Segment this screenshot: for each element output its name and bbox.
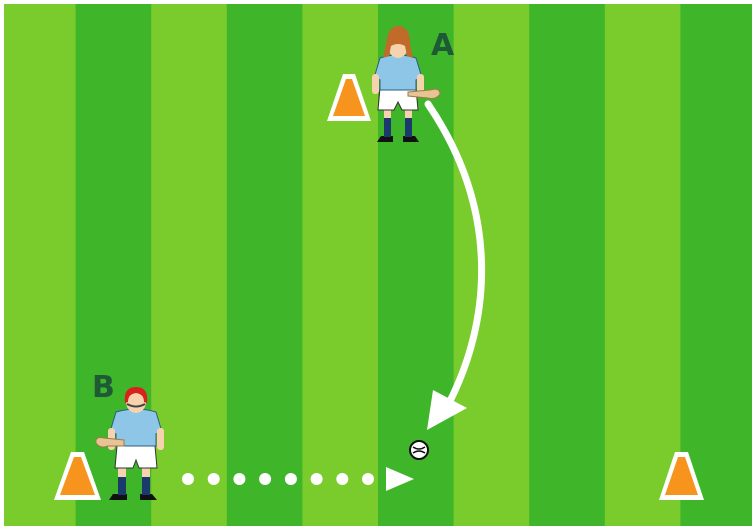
player-a-label: A xyxy=(431,28,455,63)
pitch-stripe xyxy=(0,0,77,530)
pass-dot xyxy=(284,473,297,485)
curved-arrow-icon xyxy=(424,100,486,430)
pitch-stripe xyxy=(680,0,756,530)
pass-dot xyxy=(336,473,349,485)
pass-dot xyxy=(207,473,220,485)
cone-bottom-right xyxy=(659,452,704,500)
pitch-stripe xyxy=(226,0,303,530)
pass-dot xyxy=(310,473,323,485)
pitch-stripe xyxy=(529,0,606,530)
hurley-icon xyxy=(95,437,125,448)
player-b-label: B xyxy=(92,370,115,405)
pass-dot xyxy=(182,473,194,485)
helmet-icon xyxy=(124,387,148,403)
sliotar-ball-icon xyxy=(409,440,429,460)
hurley-icon xyxy=(407,88,441,99)
pitch-stripe xyxy=(151,0,228,530)
pitch-stripe xyxy=(302,0,379,530)
pass-dot xyxy=(362,473,374,485)
player-a xyxy=(372,26,441,142)
player-b xyxy=(95,387,164,500)
pitch-stripe xyxy=(453,0,530,530)
pass-dot xyxy=(259,473,272,485)
dotted-arrow-icon xyxy=(182,467,414,491)
helmet-faceguard-icon xyxy=(126,403,146,408)
pitch-stripe xyxy=(604,0,681,530)
cone-bottom-left xyxy=(54,452,101,500)
cone-top xyxy=(327,74,371,121)
pass-dot xyxy=(233,473,246,485)
hair-icon xyxy=(383,26,413,58)
